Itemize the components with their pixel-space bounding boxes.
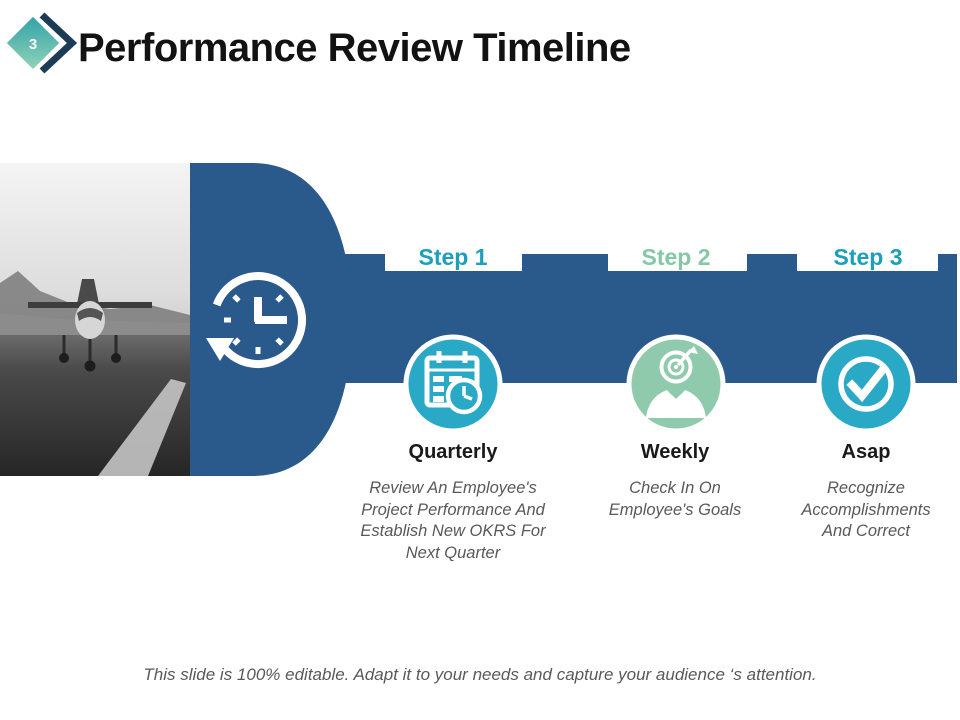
diamond-icon [2,12,64,74]
step3-description: Recognize Accomplishments And Correct [801,479,931,540]
check-circle-icon [838,356,894,412]
footer-note: This slide is 100% editable. Adapt it to… [143,665,817,684]
clock-history-icon [206,272,307,368]
runway-line [98,379,186,476]
target-person-icon [646,346,706,418]
slide-number: 3 [29,36,37,53]
airplane-runway-photo [0,163,190,476]
step1-description: Review An Employee's Project Performance… [360,479,546,562]
slide-number-badge: 3 [2,12,78,74]
step2-description: Check In On Employee's Goals [608,479,742,519]
step1-heading: Quarterly [408,441,498,463]
step2-heading: Weekly [640,441,710,463]
step3-label: Step 3 [833,244,903,270]
airplane [28,279,152,372]
step3-circle [816,334,916,434]
calendar-clock-icon [424,351,483,415]
step3-heading: Asap [841,441,891,463]
chevron-right-icon [39,12,78,74]
step1-label: Step 1 [418,244,488,270]
page-title: Performance Review Timeline [78,26,631,70]
step2-label: Step 2 [641,244,711,270]
